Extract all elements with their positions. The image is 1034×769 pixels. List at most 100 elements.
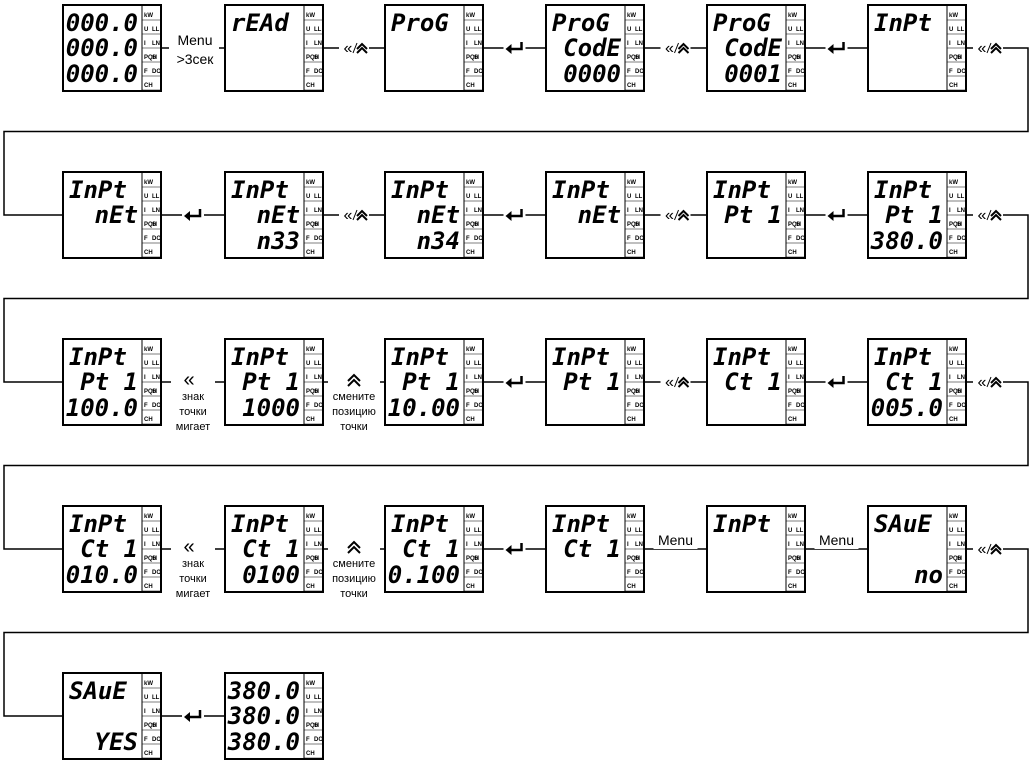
indicator-label: LN xyxy=(152,41,160,47)
lcd-line: nEt xyxy=(417,201,460,229)
indicator-label: CH xyxy=(144,751,153,757)
indicator-label: I xyxy=(788,208,790,214)
left-key-icon: « xyxy=(978,541,987,558)
indicator-label: DO xyxy=(957,570,966,576)
lcd-line: CodE xyxy=(724,34,782,62)
indicator-label: PQH xyxy=(306,55,319,61)
enter-arrow-head xyxy=(505,545,512,555)
indicator-label: PQH xyxy=(466,222,479,228)
lcd-line: InPt xyxy=(69,510,127,538)
indicator-label: DO xyxy=(152,69,161,75)
indicator-label: LN xyxy=(314,709,322,715)
indicator-label: LN xyxy=(957,542,965,548)
indicator-label: LN xyxy=(152,208,160,214)
lcd-line: Ct 1 xyxy=(724,368,782,396)
indicator-label: PQH xyxy=(627,389,640,395)
indicator-label: CH xyxy=(466,83,475,89)
indicator-label: kW xyxy=(306,180,315,186)
indicator-label: U xyxy=(144,528,148,534)
indicator-label: I xyxy=(144,375,146,381)
indicator-label: PQH xyxy=(144,222,157,228)
enter-arrow-head xyxy=(505,44,512,54)
flow-connector xyxy=(483,374,546,390)
indicator-label: F xyxy=(788,570,792,576)
indicator-label: LN xyxy=(796,41,804,47)
up-key-icon xyxy=(356,209,368,221)
lcd-line: 380.0 xyxy=(227,702,300,730)
indicator-label: CH xyxy=(306,417,315,423)
indicator-label: kW xyxy=(949,13,958,19)
left-key-icon: « xyxy=(665,374,674,391)
indicator-label: F xyxy=(788,236,792,242)
enter-arrow-head xyxy=(827,211,834,221)
indicator-label: U xyxy=(466,194,470,200)
indicator-label: kW xyxy=(627,514,636,520)
indicator-label: kW xyxy=(949,347,958,353)
point-blinks-label: мигает xyxy=(176,588,210,600)
indicator-label: LN xyxy=(957,375,965,381)
change-point-label: точки xyxy=(340,588,367,600)
slash-separator xyxy=(986,376,992,388)
lcd-line: InPt xyxy=(713,176,771,204)
indicator-label: kW xyxy=(627,347,636,353)
indicator-label: kW xyxy=(949,180,958,186)
lcd-line: Ct 1 xyxy=(885,368,943,396)
change-point-label: смените xyxy=(333,558,375,570)
enter-key-icon xyxy=(187,710,202,719)
lcd-line: Pt 1 xyxy=(80,368,138,396)
flow-connector xyxy=(805,374,868,390)
indicator-label: S xyxy=(957,556,961,562)
flow-connector xyxy=(483,541,546,557)
lcd-line: CodE xyxy=(563,34,621,62)
indicator-label: LL xyxy=(152,361,160,367)
indicator-label: F xyxy=(144,737,148,743)
indicator-label: U xyxy=(306,361,310,367)
indicator-label: F xyxy=(144,69,148,75)
indicator-label: DO xyxy=(957,403,966,409)
indicator-label: F xyxy=(466,236,470,242)
indicator-label: F xyxy=(627,236,631,242)
indicator-label: kW xyxy=(949,514,958,520)
indicator-label: S xyxy=(314,556,318,562)
lcd-line: 1000 xyxy=(242,394,300,422)
lcd-line: 380.0 xyxy=(870,227,943,255)
enter-arrow-head xyxy=(184,712,190,722)
indicator-label: DO xyxy=(314,737,323,743)
indicator-label: PQH xyxy=(627,556,640,562)
indicator-label: DO xyxy=(314,69,323,75)
lcd-line: Pt 1 xyxy=(885,201,943,229)
change-point-label: смените xyxy=(333,391,375,403)
up-key-icon xyxy=(677,376,690,388)
lcd-line: 000.0 xyxy=(66,60,138,88)
indicator-label: CH xyxy=(627,250,636,256)
indicator-label: I xyxy=(788,41,790,47)
indicator-label: PQH xyxy=(144,55,157,61)
slash-separator xyxy=(674,42,679,54)
flow-connector: « xyxy=(323,207,385,224)
indicator-label: CH xyxy=(306,584,315,590)
indicator-label: kW xyxy=(466,180,475,186)
up-key-icon xyxy=(990,376,1002,388)
indicator-label: CH xyxy=(306,83,315,89)
slash-separator xyxy=(352,42,358,54)
indicator-label: S xyxy=(796,222,800,228)
change-point-label: позицию xyxy=(332,573,376,585)
indicator-label: LN xyxy=(635,208,643,214)
indicator-label: I xyxy=(144,709,146,715)
indicator-label: S xyxy=(474,222,478,228)
indicator-label: S xyxy=(635,556,639,562)
indicator-label: kW xyxy=(788,180,797,186)
indicator-label: PQH xyxy=(788,556,801,562)
indicator-label: S xyxy=(152,556,156,562)
indicator-label: U xyxy=(144,194,148,200)
